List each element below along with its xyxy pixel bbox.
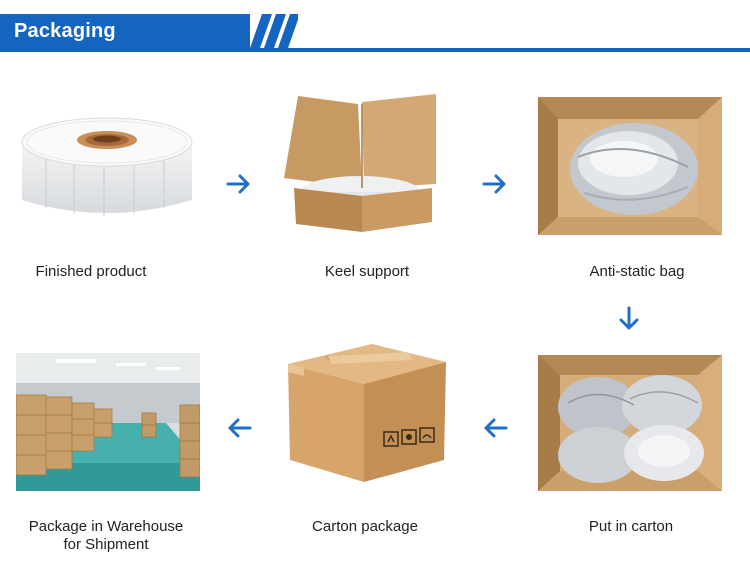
- header-stripes-decoration: [250, 14, 298, 48]
- caption-warehouse-line2: for Shipment: [63, 536, 149, 553]
- anti-static-bag-photo: [538, 97, 722, 235]
- keel-support-photo: [278, 92, 440, 232]
- section-header: Packaging: [0, 0, 750, 56]
- warehouse-photo: [16, 353, 200, 491]
- caption-anti-static-bag: Anti-static bag: [589, 263, 685, 280]
- caption-carton-package: Carton package: [312, 518, 418, 535]
- caption-finished-product: Finished product: [35, 263, 147, 280]
- caption-warehouse-line1: Package in Warehouse: [28, 518, 184, 535]
- carton-package-photo: [284, 340, 450, 486]
- caption-put-in-carton: Put in carton: [588, 518, 674, 535]
- arrow-right-icon: [226, 173, 252, 195]
- arrow-left-icon: [226, 417, 252, 439]
- finished-product-photo: [16, 96, 198, 226]
- header-underline: [0, 48, 750, 52]
- put-in-carton-photo: [538, 355, 722, 491]
- caption-warehouse-shipment: Package in Warehouse for Shipment: [6, 518, 206, 554]
- page-title: Packaging: [14, 20, 116, 42]
- arrow-left-icon: [482, 417, 508, 439]
- caption-keel-support: Keel support: [324, 263, 410, 280]
- header-bar: [0, 14, 250, 48]
- arrow-down-icon: [618, 306, 640, 332]
- arrow-right-icon: [482, 173, 508, 195]
